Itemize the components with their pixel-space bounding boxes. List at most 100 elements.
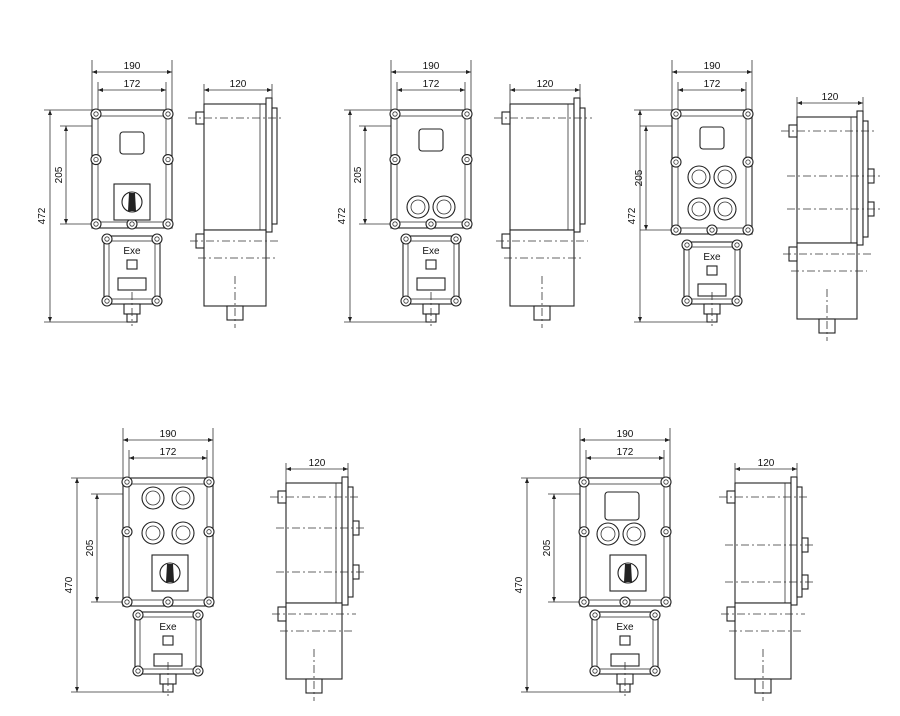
screw-head [195,612,201,618]
indicator-window [418,128,444,152]
dim-total-height-label: 472 [627,207,638,224]
arrowhead [552,597,556,602]
nameplate [416,277,446,291]
badge-icon [126,259,138,270]
screw-head [165,221,171,227]
mounting-screw [90,154,102,166]
badge-icon [706,265,718,276]
arrowhead [363,126,367,131]
side-body [285,482,343,604]
arrowhead [552,494,556,499]
dim-width-outer-label: 190 [704,61,721,72]
screw-head [581,599,587,605]
screw-head [104,298,110,304]
nameplate [117,277,147,291]
indicator-window [699,126,725,150]
dim-width-inner-label: 172 [160,447,177,458]
screw-head [673,111,679,117]
screw-head [124,479,130,485]
screw-head [392,156,398,163]
arrowhead [48,317,52,322]
arrowhead [95,597,99,602]
dim-width-outer-label: 190 [124,61,141,72]
screw-head [663,599,669,605]
pushbutton-cap [691,201,707,217]
arrowhead [575,88,580,92]
mounting-screw [192,609,204,621]
screw-head [464,156,470,163]
cover-gasket [271,107,278,225]
side-view-top-middle: 120 [494,79,592,328]
exe-label: Exe [159,622,177,633]
side-view-bottom-right: 120 [719,458,815,701]
screw-head [124,529,130,535]
screw-head [592,668,598,674]
mounting-screw [162,218,174,230]
mounting-screw [742,156,754,168]
pushbutton [596,522,620,546]
arrowhead [286,467,291,471]
screw-head [581,479,587,485]
arrowhead [672,70,677,74]
screw-head [453,236,459,242]
arrowhead [208,438,213,442]
mounting-screw [649,609,661,621]
pushbutton [171,486,195,510]
mounting-screw [450,233,462,245]
mounting-screw [400,233,412,245]
mounting-screw [132,609,144,621]
selector-handle [624,564,632,582]
arrowhead [747,70,752,74]
screw-head [464,111,470,117]
pushbutton-cap [626,526,642,542]
dim-total-height-label: 470 [514,576,525,593]
arrowhead [735,467,740,471]
arrowhead [525,478,529,483]
screw-head [124,599,130,605]
pushbutton-cap [691,169,707,185]
screw-head [652,668,658,674]
screw-head [428,221,434,227]
mounting-screw [162,596,174,608]
exe-label: Exe [422,246,440,257]
side-view-top-left: 120 [188,79,284,328]
side-body [509,103,575,231]
arrowhead [204,88,209,92]
arrowhead [363,219,367,224]
screw-head [93,111,99,117]
dim-total-height-label: 470 [64,576,75,593]
screw-head [165,156,171,163]
cover-gasket [862,120,869,238]
cover-gasket [579,107,586,225]
arrowhead [397,88,402,92]
arrowhead [161,88,166,92]
dim-depth-label: 120 [758,458,775,469]
screw-head [745,111,751,117]
arrowhead [95,494,99,499]
pushbutton-cap [175,525,191,541]
pushbutton [713,197,737,221]
screw-head [403,298,409,304]
badge-icon [619,635,631,646]
mounting-screw [589,609,601,621]
mounting-screw [670,224,682,236]
selector-handle [128,193,136,211]
pushbutton [687,197,711,221]
mounting-screw [90,218,102,230]
pushbutton-cap [175,490,191,506]
screw-head [745,227,751,233]
mounting-screw [578,526,590,538]
screw-head [392,221,398,227]
mounting-screw [151,233,163,245]
arrowhead [858,101,863,105]
pushbutton [141,521,165,545]
screw-head [663,529,669,535]
arrowhead [202,456,207,460]
mounting-screw [203,526,215,538]
screw-head [206,479,212,485]
arrowhead [343,467,348,471]
